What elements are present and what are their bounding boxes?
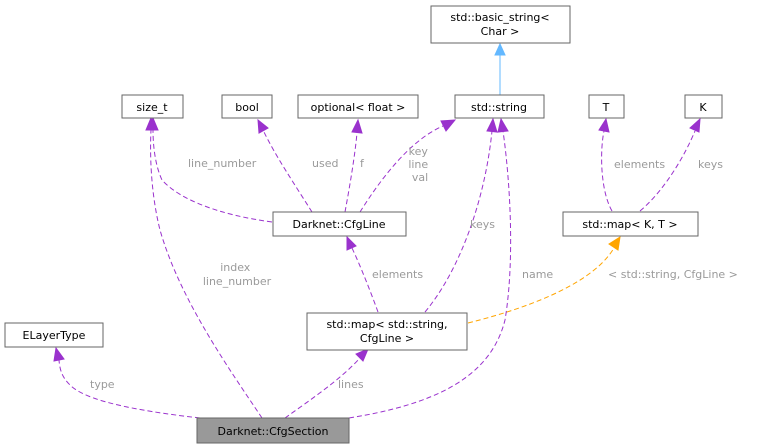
svg-text:std::map< K, T >: std::map< K, T > — [582, 218, 677, 231]
edge-label-line-number: line_number — [188, 157, 257, 170]
edge-optional-to-cfgline — [344, 118, 363, 213]
edge-map-kt-to-map-str-template — [467, 235, 621, 324]
node-size-t[interactable]: size_t — [121, 94, 184, 119]
svg-text:optional< float >: optional< float > — [311, 101, 406, 114]
edge-std-string-inherits-basic-string — [494, 42, 506, 95]
svg-text:ELayerType: ELayerType — [23, 329, 86, 342]
svg-text:std::string: std::string — [471, 101, 527, 114]
edge-size-t-to-cfgsection — [145, 116, 263, 419]
edge-label-elements-cfgline: elements — [372, 268, 423, 281]
svg-text:T: T — [602, 101, 610, 114]
edge-label-elements-T: elements — [614, 158, 665, 171]
node-cfgsection[interactable]: Darknet::CfgSection — [196, 417, 350, 444]
edge-K-to-map-kt — [639, 117, 701, 212]
edge-cfgline-to-map-str — [346, 235, 379, 313]
svg-text:bool: bool — [235, 101, 259, 114]
node-T[interactable]: T — [588, 94, 625, 119]
edge-std-string-to-cfgline — [359, 119, 457, 213]
node-std-map-kt[interactable]: std::map< K, T > — [562, 211, 699, 237]
edge-bool-to-cfgline — [257, 118, 313, 213]
node-bool[interactable]: bool — [221, 94, 273, 119]
node-elayertype[interactable]: ELayerType — [4, 322, 104, 348]
node-cfgline[interactable]: Darknet::CfgLine — [272, 211, 407, 237]
edge-size-t-to-cfgline — [147, 116, 273, 223]
node-K[interactable]: K — [684, 94, 723, 119]
svg-text:Darknet::CfgLine: Darknet::CfgLine — [292, 218, 385, 231]
node-std-string[interactable]: std::string — [454, 94, 545, 119]
svg-text:K: K — [699, 101, 707, 114]
edge-std-string-to-cfgsection — [348, 117, 512, 419]
edge-label-lines: lines — [338, 378, 364, 391]
edge-label-keys-string: keys — [470, 218, 495, 231]
edge-label-f: f — [360, 157, 365, 170]
edge-label-keys-K: keys — [698, 158, 723, 171]
edge-std-string-to-map-str — [424, 117, 498, 313]
svg-text:std::basic_string<: std::basic_string< — [450, 11, 549, 24]
node-std-map-string-cfgline[interactable]: std::map< std::string, CfgLine > — [306, 312, 468, 351]
svg-text:CfgLine >: CfgLine > — [360, 332, 414, 345]
edge-label-name: name — [522, 268, 553, 281]
edge-label-used: used — [312, 157, 338, 170]
node-basic-string[interactable]: std::basic_string< Char > — [430, 5, 571, 44]
edge-map-str-to-cfgsection — [284, 348, 369, 419]
edge-label-index-line-number: index line_number — [203, 261, 272, 288]
edge-T-to-map-kt — [598, 117, 613, 212]
edge-label-type: type — [90, 378, 115, 391]
svg-text:std::map< std::string,: std::map< std::string, — [326, 318, 447, 331]
edge-elayertype-to-cfgsection — [53, 346, 201, 419]
node-optional-float[interactable]: optional< float > — [297, 94, 419, 119]
edge-label-template-args: < std::string, CfgLine > — [608, 268, 738, 281]
svg-text:Char >: Char > — [481, 25, 520, 38]
svg-text:size_t: size_t — [136, 101, 168, 114]
svg-text:Darknet::CfgSection: Darknet::CfgSection — [218, 425, 329, 438]
edge-label-key-line-val: key line val — [408, 145, 431, 184]
